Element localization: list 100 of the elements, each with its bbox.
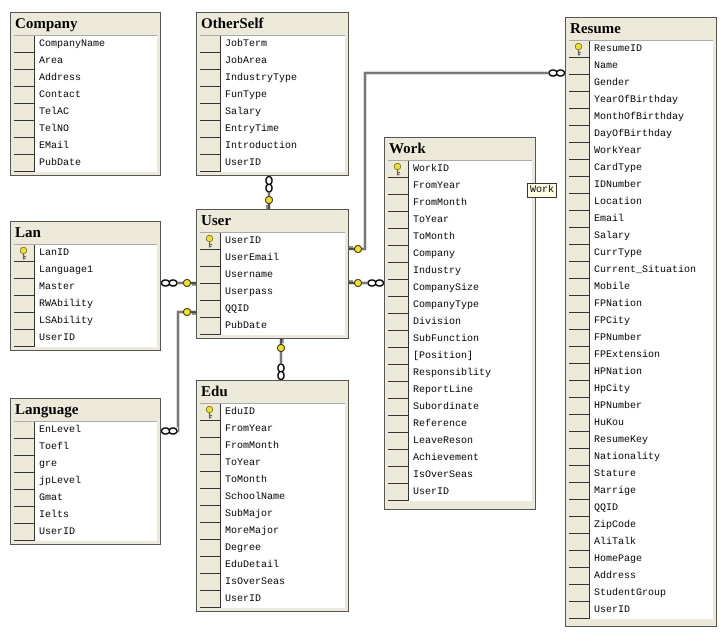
table-box xyxy=(196,12,349,176)
column-name: Language1 xyxy=(39,264,94,278)
table-title: Company xyxy=(15,16,78,33)
column-name: WorkYear xyxy=(594,144,642,159)
column-name: IsOverSeas xyxy=(225,576,286,590)
table-title: Work xyxy=(389,141,426,158)
tooltip: Work xyxy=(527,183,558,198)
column-name: Ielts xyxy=(39,508,70,523)
column-name: Contact xyxy=(39,89,82,103)
column-name: EnLevel xyxy=(39,424,82,438)
column-name: Degree xyxy=(225,542,262,556)
column-name: EMail xyxy=(39,140,70,154)
column-name: Toefl xyxy=(39,440,70,455)
column-name: ToYear xyxy=(413,214,450,228)
column-name: Division xyxy=(413,316,462,330)
table-title: Lan xyxy=(15,225,41,242)
column-name: Reference xyxy=(413,418,468,432)
column-name: EntryTime xyxy=(225,122,280,137)
table-box xyxy=(10,398,161,545)
column-name: JobArea xyxy=(225,54,268,69)
column-name: CardType xyxy=(594,162,642,176)
column-name: PubDate xyxy=(225,320,268,334)
table-title: Resume xyxy=(570,21,621,38)
column-name: Achievement xyxy=(413,452,480,466)
column-name: HomePage xyxy=(594,553,642,567)
column-name: IDNumber xyxy=(594,178,642,193)
column-name: FPExtension xyxy=(594,348,660,363)
column-name: AliTalk xyxy=(594,536,636,550)
relationship-line xyxy=(159,308,196,436)
column-name: Salary xyxy=(594,230,630,244)
column-name: QQID xyxy=(594,502,618,516)
column-name: UserID xyxy=(413,486,450,500)
column-name: LSAbility xyxy=(39,314,94,329)
table-box xyxy=(10,12,161,176)
column-name: Salary xyxy=(225,106,262,120)
table-title: OtherSelf xyxy=(201,16,264,33)
column-name: ToYear xyxy=(225,457,262,471)
column-name: Address xyxy=(594,570,636,584)
column-name: MonthOfBirthday xyxy=(594,110,684,125)
column-name: HpCity xyxy=(594,382,630,397)
column-name: RWAbility xyxy=(39,298,94,312)
column-name: Mobile xyxy=(594,280,630,295)
column-name: UserID xyxy=(225,235,262,249)
column-name: ToMonth xyxy=(225,474,268,488)
relationship-line xyxy=(264,174,274,210)
table-title: Edu xyxy=(201,384,228,401)
column-name: SubFunction xyxy=(413,332,480,347)
column-name: FPNumber xyxy=(594,332,642,346)
column-name: CompanySize xyxy=(413,282,480,296)
relationship-line xyxy=(276,338,286,382)
column-name: FPCity xyxy=(594,314,630,329)
column-name: HuKou xyxy=(594,417,624,431)
table-title: Language xyxy=(15,402,78,419)
column-name: UserID xyxy=(594,604,630,618)
column-name: HPNumber xyxy=(594,400,642,414)
column-name: Address xyxy=(39,72,82,86)
column-name: Responsiblity xyxy=(413,366,492,381)
table-box xyxy=(10,221,161,351)
column-name: ReportLine xyxy=(413,384,474,398)
column-name: Marrige xyxy=(594,484,636,499)
column-name: jpLevel xyxy=(39,474,82,489)
column-name: Gender xyxy=(594,76,630,91)
column-name: UserID xyxy=(39,332,76,346)
column-name: CompanyType xyxy=(413,299,480,313)
column-name: SchoolName xyxy=(225,490,286,505)
column-name: [Position] xyxy=(413,350,474,364)
column-name: StudentGroup xyxy=(594,586,666,601)
column-name: Nationality xyxy=(594,450,660,465)
column-name: ToMonth xyxy=(413,230,456,245)
relationship-line xyxy=(348,278,386,288)
column-name: MoreMajor xyxy=(225,524,280,539)
column-name: FunType xyxy=(225,89,268,103)
column-name: Introduction xyxy=(225,140,298,154)
column-name: FromYear xyxy=(413,180,462,194)
relationship-line xyxy=(159,278,196,288)
column-name: Gmat xyxy=(39,492,64,506)
column-name: Industry xyxy=(413,264,462,279)
column-name: QQID xyxy=(225,303,250,317)
column-name: UserID xyxy=(39,526,76,540)
column-name: ResumeKey xyxy=(594,434,648,448)
column-name: Stature xyxy=(594,468,636,482)
column-name: IsOverSeas xyxy=(413,469,474,483)
table-box xyxy=(196,209,349,339)
column-name: HPNation xyxy=(594,366,642,380)
column-name: Subordinate xyxy=(413,400,480,415)
column-name: Location xyxy=(594,196,642,210)
column-name: Master xyxy=(39,281,76,295)
column-name: FromMonth xyxy=(225,440,280,454)
column-name: IndustryType xyxy=(225,72,298,86)
column-name: Username xyxy=(225,269,274,283)
table-box xyxy=(565,17,717,627)
column-name: Name xyxy=(594,60,618,74)
column-name: CurrType xyxy=(594,247,642,261)
column-name: Company xyxy=(413,248,456,262)
column-name: UserEmail xyxy=(225,252,280,266)
column-name: CompanyName xyxy=(39,38,106,52)
column-name: EduID xyxy=(225,406,256,420)
column-name: gre xyxy=(39,458,58,472)
column-name: YearOfBirthday xyxy=(594,94,678,108)
relationship-line xyxy=(348,68,567,253)
